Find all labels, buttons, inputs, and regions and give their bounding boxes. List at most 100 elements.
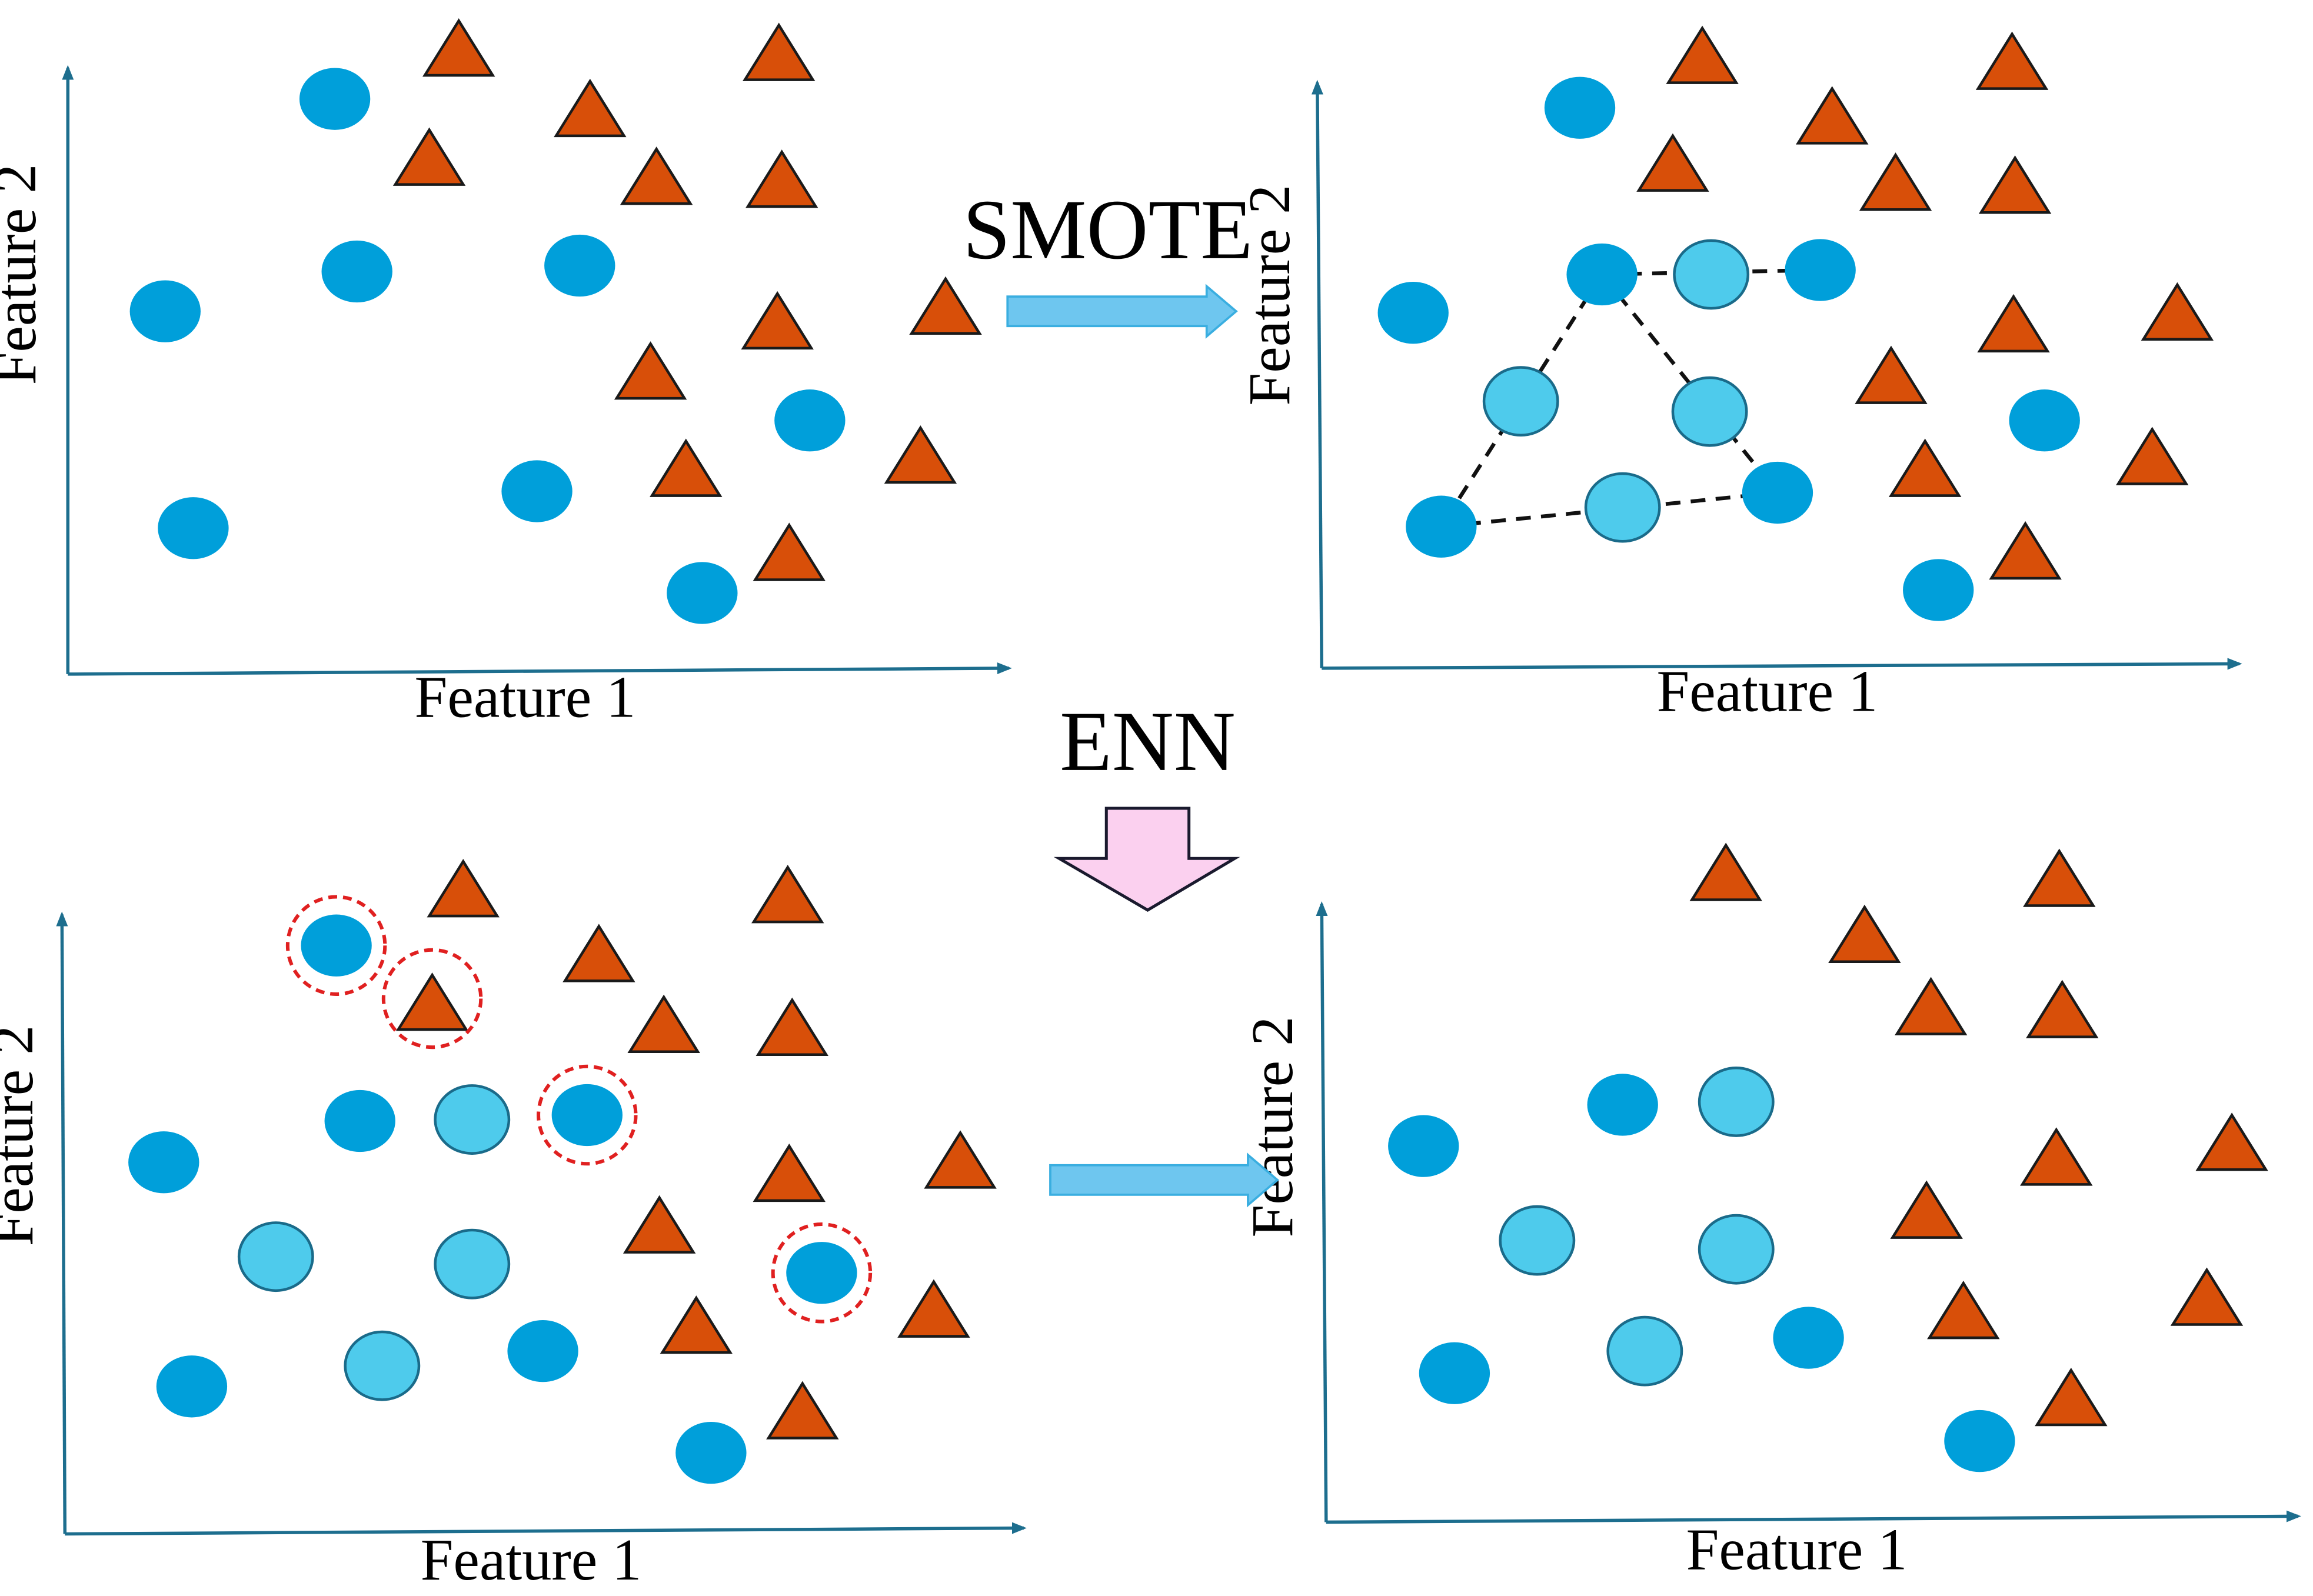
enn-down-arrow bbox=[1053, 807, 1240, 912]
majority-triangle bbox=[2141, 282, 2214, 341]
minority-circle bbox=[1903, 559, 1974, 621]
minority-circle bbox=[299, 68, 371, 130]
synthetic-circle bbox=[1673, 239, 1750, 310]
majority-triangle bbox=[1894, 977, 1968, 1035]
majority-triangle bbox=[2023, 848, 2096, 907]
minority-circle bbox=[324, 1089, 395, 1152]
minority-circle bbox=[2009, 389, 2080, 452]
majority-triangle bbox=[2170, 1267, 2244, 1326]
y-axis-label: Feature 2 bbox=[1237, 185, 1302, 406]
minority-circle bbox=[1587, 1074, 1658, 1136]
minority-circle bbox=[675, 1421, 747, 1484]
synthetic-circle bbox=[1671, 376, 1748, 447]
removal-ring bbox=[285, 895, 387, 996]
majority-triangle bbox=[554, 78, 627, 138]
synthetic-circle bbox=[1698, 1214, 1775, 1285]
majority-triangle bbox=[2195, 1112, 2268, 1171]
majority-triangle bbox=[627, 994, 700, 1053]
majority-triangle bbox=[1828, 904, 1901, 964]
minority-circle bbox=[544, 234, 615, 297]
majority-triangle bbox=[614, 341, 687, 400]
removal-ring bbox=[381, 948, 483, 1049]
majority-triangle bbox=[392, 127, 466, 186]
synthetic-circle bbox=[1482, 366, 1559, 437]
majority-triangle bbox=[1977, 294, 2050, 353]
minority-circle bbox=[786, 1242, 857, 1304]
minority-circle bbox=[1742, 461, 1813, 524]
synthetic-circle bbox=[434, 1228, 511, 1300]
majority-triangle bbox=[753, 1143, 826, 1202]
majority-triangle bbox=[1989, 521, 2062, 580]
minority-circle bbox=[1566, 243, 1638, 306]
minority-circle bbox=[1388, 1115, 1459, 1177]
majority-triangle bbox=[924, 1130, 997, 1189]
majority-triangle bbox=[1855, 345, 1928, 404]
minority-circle bbox=[1785, 239, 1856, 301]
majority-triangle bbox=[395, 972, 469, 1031]
minority-circle bbox=[667, 562, 738, 624]
majority-triangle bbox=[741, 291, 814, 350]
majority-triangle bbox=[742, 22, 816, 81]
majority-triangle bbox=[422, 18, 495, 77]
synthetic-circle bbox=[237, 1221, 314, 1292]
majority-triangle bbox=[650, 438, 723, 497]
majority-triangle bbox=[623, 1195, 696, 1254]
majority-triangle bbox=[766, 1381, 839, 1440]
y-axis bbox=[1311, 79, 1324, 668]
result-arrow bbox=[1049, 1152, 1279, 1208]
synthetic-circle bbox=[1698, 1067, 1775, 1137]
majority-triangle bbox=[909, 276, 982, 335]
majority-triangle bbox=[1636, 133, 1709, 192]
minority-circle bbox=[1419, 1342, 1490, 1404]
majority-triangle bbox=[1978, 155, 2052, 214]
synthetic-circle bbox=[1499, 1205, 1576, 1276]
minority-circle bbox=[501, 460, 573, 522]
removal-ring bbox=[771, 1222, 873, 1324]
majority-triangle bbox=[897, 1279, 970, 1338]
x-axis bbox=[65, 1522, 1027, 1536]
majority-triangle bbox=[1859, 152, 1932, 211]
synthetic-circle bbox=[434, 1084, 511, 1155]
panel-original: Feature 1 Feature 2 bbox=[0, 18, 1012, 730]
majority-triangle bbox=[2020, 1127, 2093, 1186]
minority-circle bbox=[1944, 1410, 2015, 1472]
minority-circle bbox=[507, 1320, 578, 1382]
interpolation-line bbox=[1441, 491, 1778, 529]
majority-triangle bbox=[1666, 25, 1739, 84]
minority-circle bbox=[1377, 282, 1449, 344]
panel-cleaned: Feature 1 Feature 2 bbox=[1240, 842, 2301, 1582]
majority-triangle bbox=[2116, 427, 2189, 485]
majority-triangle bbox=[751, 865, 824, 924]
minority-circle bbox=[551, 1084, 623, 1147]
synthetic-circle bbox=[1606, 1315, 1683, 1387]
x-axis-label: Feature 1 bbox=[421, 1527, 642, 1592]
majority-triangle bbox=[1888, 438, 1962, 497]
minority-circle bbox=[1773, 1307, 1844, 1369]
minority-circle bbox=[129, 280, 201, 342]
majority-triangle bbox=[563, 924, 635, 982]
y-axis-label: Feature 2 bbox=[0, 164, 48, 385]
majority-triangle bbox=[1927, 1281, 2000, 1340]
smote-label: SMOTE bbox=[963, 182, 1253, 277]
majority-triangle bbox=[1975, 31, 2049, 90]
majority-triangle bbox=[660, 1295, 733, 1354]
x-axis-label: Feature 1 bbox=[1686, 1517, 1908, 1582]
majority-triangle bbox=[2035, 1367, 2108, 1427]
panel-after-smote: Feature 1 Feature 2 bbox=[1237, 25, 2242, 724]
majority-triangle bbox=[620, 146, 693, 205]
minority-circle bbox=[1544, 76, 1616, 139]
panel-enn-marked: Feature 1 Feature 2 bbox=[0, 859, 1027, 1592]
majority-triangle bbox=[1689, 842, 1762, 901]
minority-circle bbox=[774, 389, 846, 452]
majority-triangle bbox=[1795, 86, 1869, 145]
x-axis-label: Feature 1 bbox=[415, 665, 636, 730]
majority-triangle bbox=[745, 149, 818, 208]
x-axis bbox=[1322, 658, 2242, 670]
majority-triangle bbox=[884, 425, 957, 484]
synthetic-circle bbox=[344, 1330, 421, 1401]
x-axis-label: Feature 1 bbox=[1656, 659, 1878, 724]
minority-circle bbox=[128, 1131, 199, 1194]
x-axis bbox=[68, 662, 1012, 676]
y-axis-label: Feature 2 bbox=[0, 1025, 45, 1247]
